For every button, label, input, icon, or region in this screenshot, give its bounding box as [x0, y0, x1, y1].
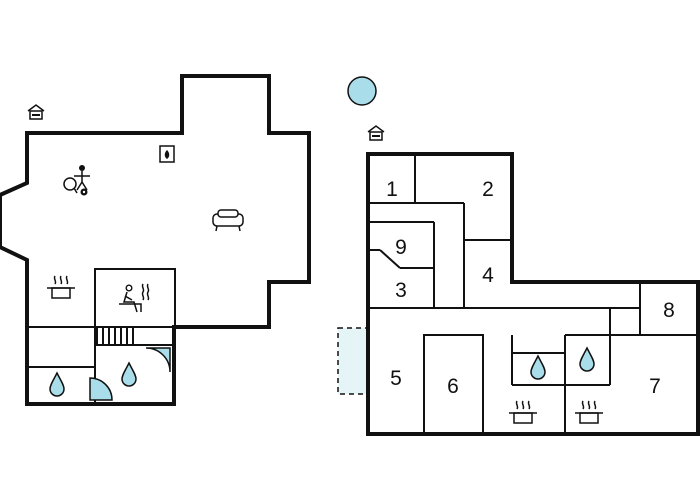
interior-walls — [368, 154, 698, 435]
table-tennis-icon — [63, 165, 90, 196]
shower-icon — [89, 377, 113, 401]
right-floor-outline — [366, 152, 700, 436]
room-number-4: 4 — [482, 264, 494, 287]
sauna-icon — [119, 283, 150, 313]
room-number-2: 2 — [482, 178, 494, 201]
cooking-pot-icon — [47, 275, 75, 299]
room-number-9: 9 — [395, 236, 407, 259]
sauna-room-wall — [94, 268, 176, 328]
stairs — [96, 326, 134, 346]
house-icon — [27, 104, 45, 120]
room-number-6: 6 — [447, 375, 459, 398]
shower-icon — [145, 347, 171, 373]
right-floor-plan: 1 2 9 3 4 5 6 7 8 — [337, 76, 700, 436]
fireplace-icon — [159, 145, 175, 163]
cooking-pot-icon — [509, 400, 537, 424]
sun-icon — [347, 76, 377, 106]
water-drop-icon — [121, 361, 137, 387]
cooking-pot-icon — [575, 400, 603, 424]
water-drop-icon — [530, 354, 546, 380]
room-number-8: 8 — [663, 299, 675, 322]
left-floor-plan — [0, 74, 311, 406]
room-number-1: 1 — [386, 178, 398, 201]
room-number-3: 3 — [395, 279, 407, 302]
water-drop-icon — [49, 371, 65, 397]
water-drop-icon — [579, 346, 595, 372]
house-icon — [367, 125, 385, 141]
room-number-5: 5 — [390, 367, 402, 390]
left-floor-outline — [0, 74, 311, 406]
sofa-icon — [212, 209, 244, 232]
room-number-7: 7 — [649, 375, 661, 398]
terrace-outline — [337, 327, 368, 395]
